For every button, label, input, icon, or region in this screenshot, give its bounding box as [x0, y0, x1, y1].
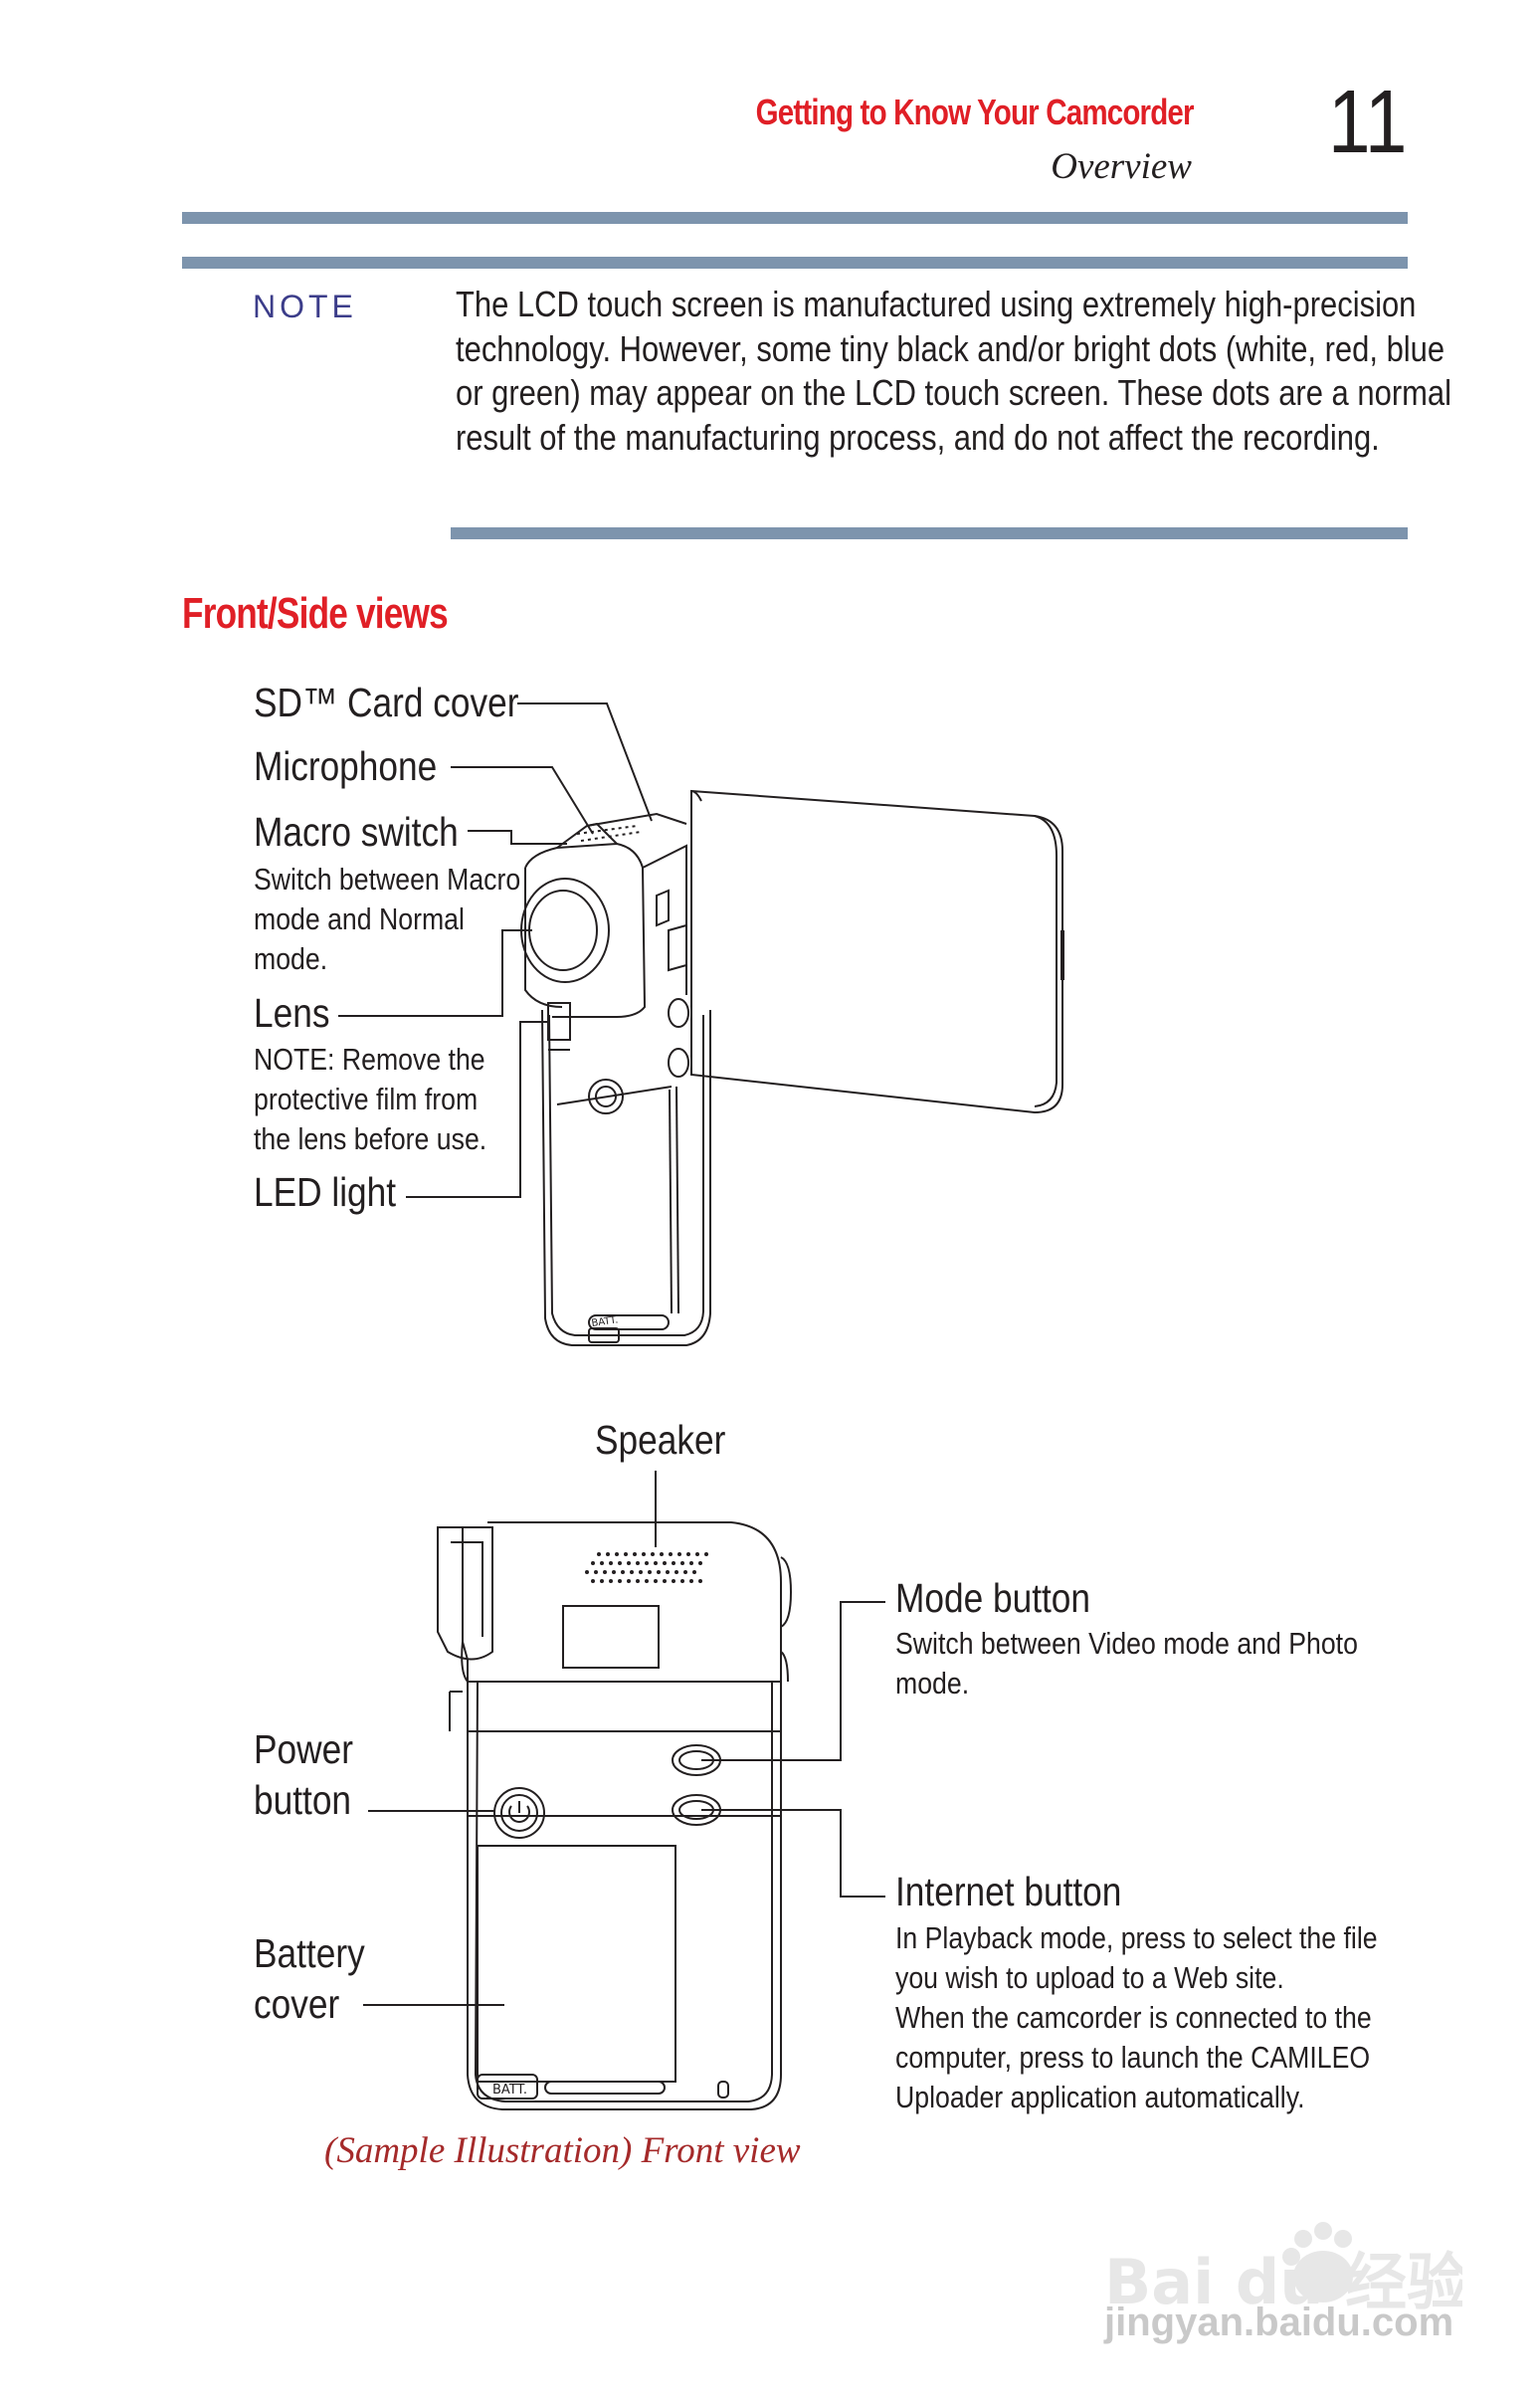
note-text: The LCD touch screen is manufactured usi…: [456, 284, 1452, 458]
watermark-url: jingyan.baidu.com: [1104, 2300, 1454, 2344]
desc-internet-button: In Playback mode, press to select the fi…: [895, 1920, 1378, 2114]
figure-caption: (Sample Illustration) Front view: [324, 2130, 801, 2171]
label-led-light: LED light: [254, 1169, 397, 1215]
desc-lens: NOTE: Remove the protective film from th…: [254, 1042, 487, 1156]
front-view-leader-lines: [363, 1471, 885, 2006]
baidu-watermark-logo: Bai du 经验: [1104, 2222, 1462, 2318]
header-rule: [182, 212, 1408, 224]
note-top-rule: [182, 257, 1408, 269]
front-view-camcorder: [437, 1521, 793, 2110]
page-number: 11: [1328, 73, 1408, 172]
label-macro-switch: Macro switch: [254, 809, 459, 855]
batt-mark-side: BATT.: [591, 1314, 619, 1329]
batt-mark-front: BATT.: [492, 2083, 527, 2098]
side-view-leader-lines: [338, 702, 653, 1198]
desc-macro-switch: Switch between Macro mode and Normal mod…: [254, 862, 521, 976]
side-view-camcorder: [520, 789, 1064, 1346]
label-microphone: Microphone: [254, 743, 438, 789]
desc-mode-button: Switch between Video mode and Photo mode…: [895, 1626, 1358, 1700]
note-label: NOTE: [253, 289, 357, 324]
note-bottom-rule: [451, 527, 1408, 539]
label-internet-button: Internet button: [895, 1869, 1122, 1914]
label-power-button: Power button: [254, 1726, 353, 1823]
label-battery-cover: Battery cover: [254, 1930, 365, 2027]
section-title: Front/Side views: [182, 589, 449, 638]
chapter-title: Getting to Know Your Camcorder: [755, 92, 1195, 132]
label-lens: Lens: [254, 990, 330, 1036]
label-mode-button: Mode button: [895, 1575, 1091, 1621]
section-subtitle: Overview: [1051, 146, 1192, 187]
label-sd-card-cover: SD™ Card cover: [254, 680, 519, 725]
watermark-logo-text: Bai du 经验: [1104, 2246, 1462, 2318]
label-speaker: Speaker: [595, 1417, 726, 1463]
